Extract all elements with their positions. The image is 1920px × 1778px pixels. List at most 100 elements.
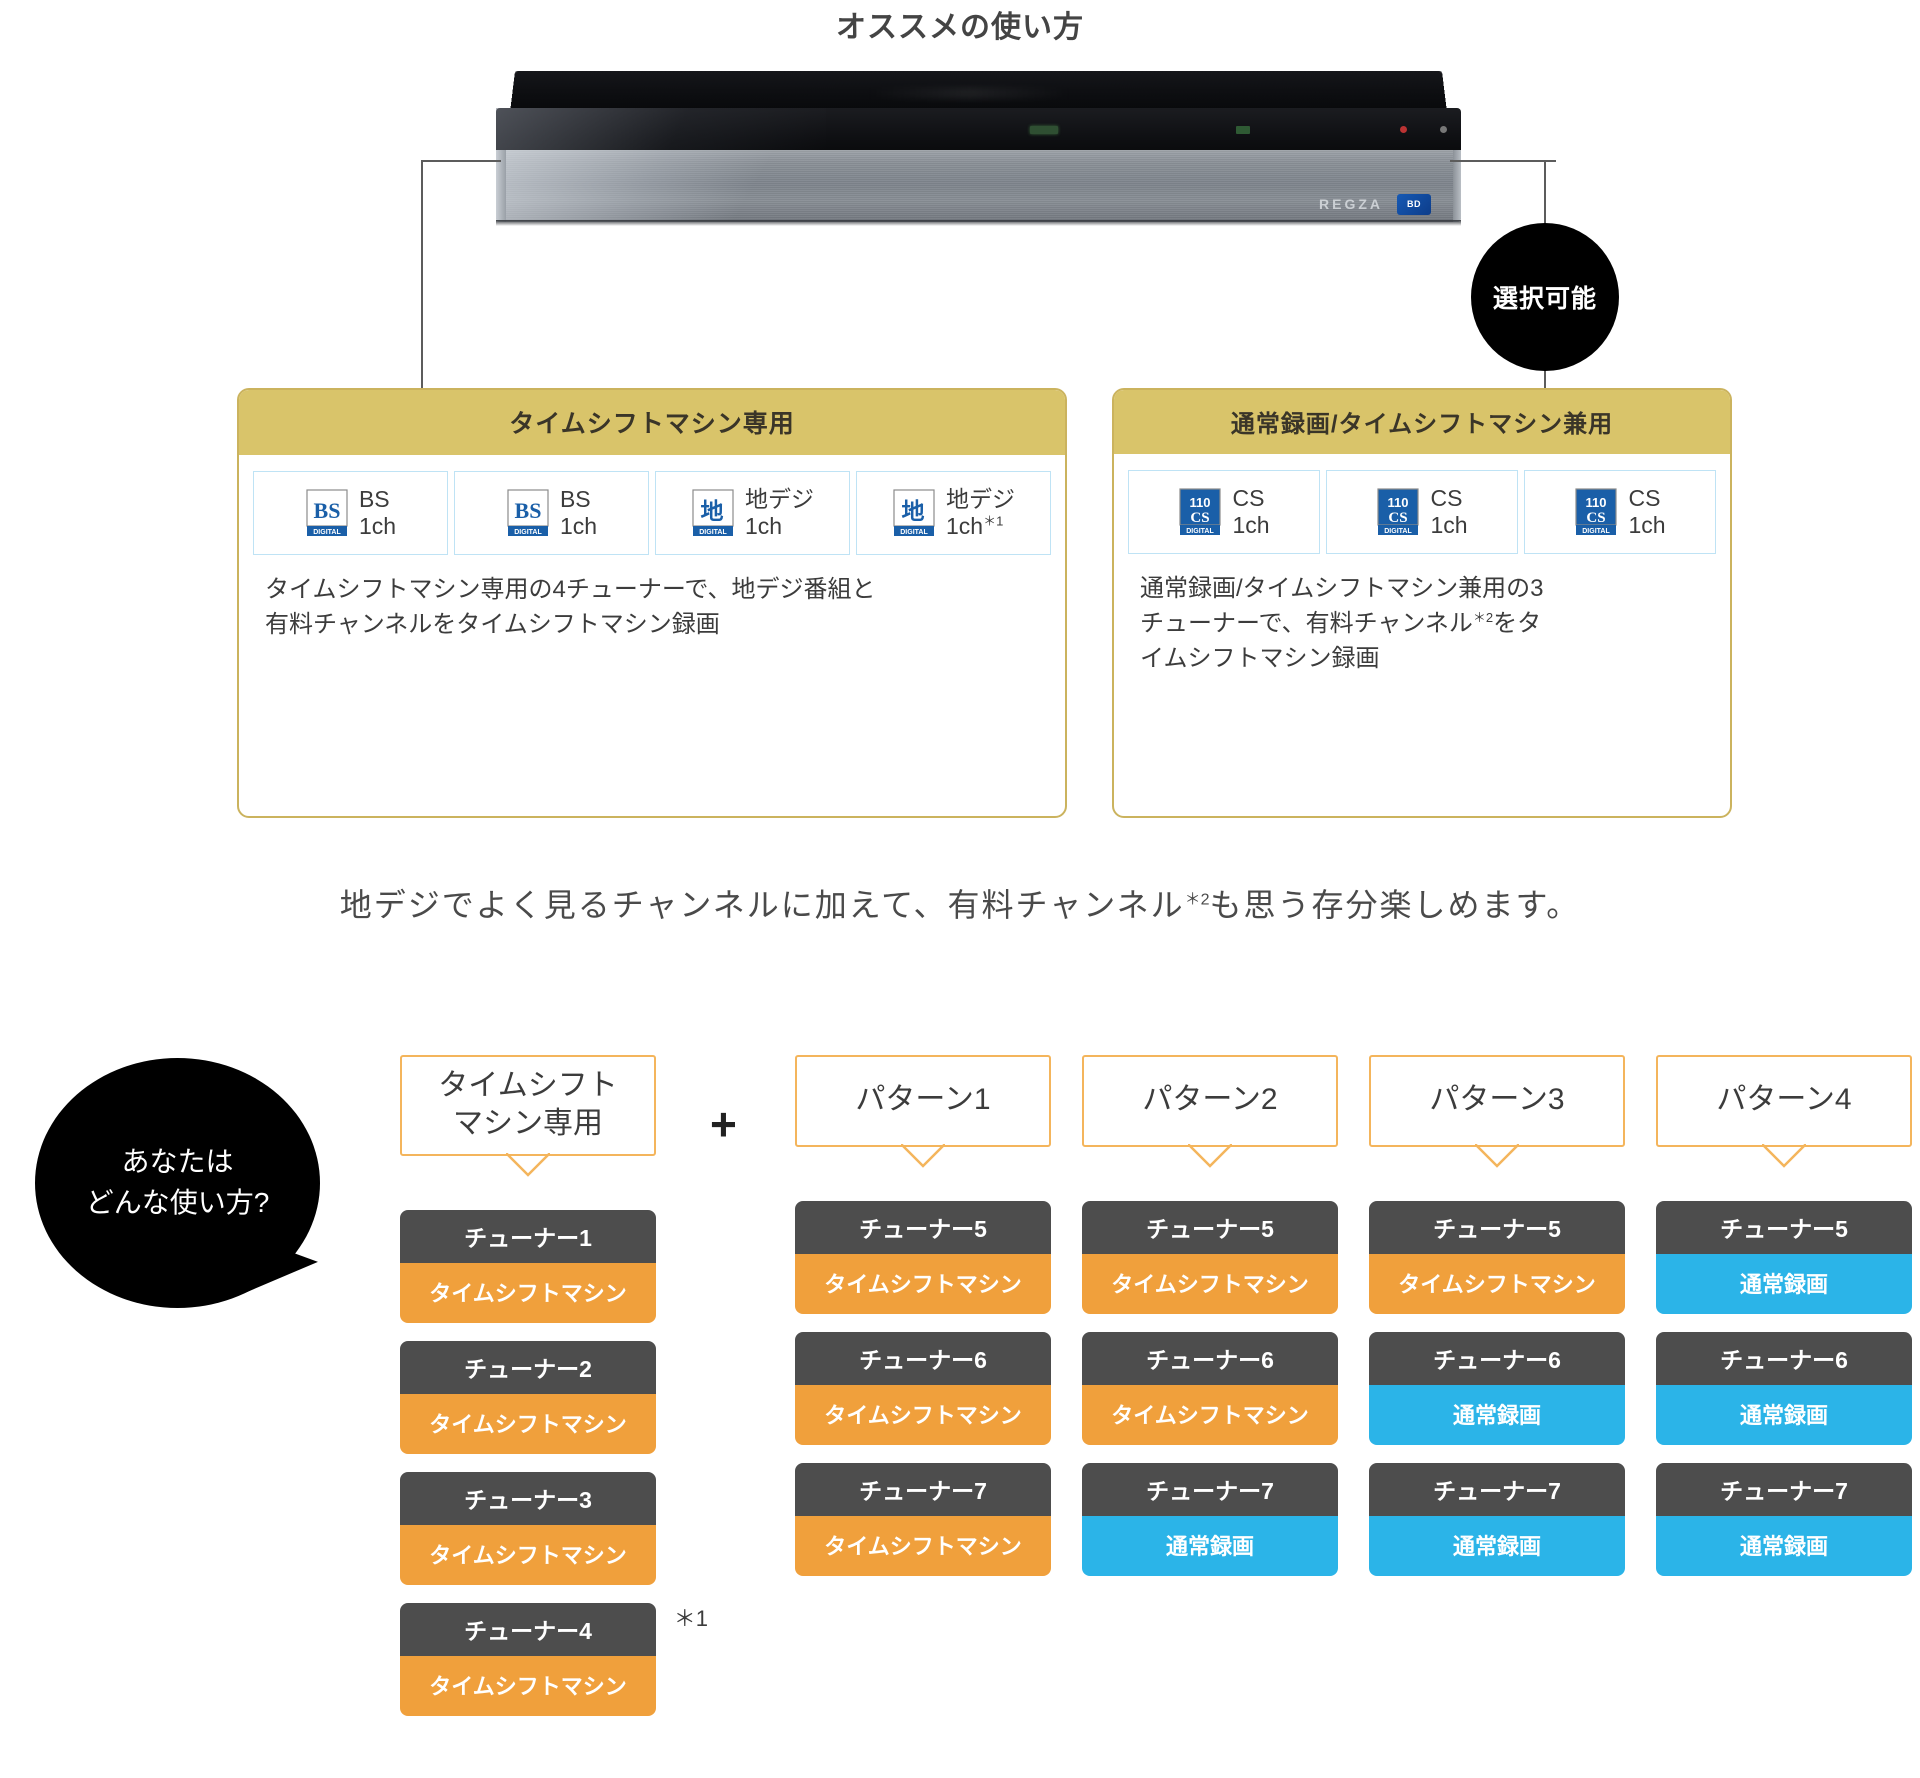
tuner-chip: 110 CS DIGITAL CS 1ch bbox=[1128, 470, 1320, 555]
tuner-item: チューナー6 タイムシフトマシン bbox=[795, 1331, 1051, 1445]
tuner-item: チューナー5 タイムシフトマシン bbox=[795, 1200, 1051, 1314]
tuner-name: チューナー6 bbox=[795, 1331, 1051, 1385]
column-callout: パターン4 bbox=[1656, 1055, 1912, 1168]
tuner-item: チューナー7 通常録画 bbox=[1082, 1462, 1338, 1576]
tuner-list: チューナー1 タイムシフトマシン チューナー2 タイムシフトマシン チューナー3… bbox=[400, 1210, 708, 1716]
tuner-mode: タイムシフトマシン bbox=[1082, 1384, 1338, 1445]
callout-pointer-icon bbox=[1475, 1143, 1519, 1168]
tuner-list: チューナー5 タイムシフトマシン チューナー6 タイムシフトマシン チューナー7… bbox=[1082, 1200, 1338, 1576]
record-led bbox=[1400, 126, 1407, 133]
svg-text:DIGITAL: DIGITAL bbox=[1385, 528, 1413, 535]
tuner-chip-sup: ＊1 bbox=[983, 513, 1004, 529]
tuner-chip: 地 DIGITAL 地デジ 1ch＊1 bbox=[856, 471, 1051, 556]
tuner-item: チューナー7 タイムシフトマシン bbox=[795, 1462, 1051, 1576]
description-line: チューナーで、有料チャンネル＊2をタ bbox=[1140, 610, 1542, 638]
tuner-mode: 通常録画 bbox=[1369, 1384, 1625, 1445]
tuner-mode: 通常録画 bbox=[1656, 1384, 1912, 1445]
tuner-name: チューナー5 bbox=[1082, 1200, 1338, 1254]
column-callout: パターン3 bbox=[1369, 1055, 1625, 1168]
tuner-name: チューナー7 bbox=[1369, 1462, 1625, 1516]
regza-brand-logo: REGZA bbox=[1319, 196, 1383, 212]
tuner-chip-line1: BS bbox=[559, 486, 591, 512]
tuner-chip-text: CS 1ch bbox=[1232, 485, 1269, 539]
svg-text:110: 110 bbox=[1388, 495, 1409, 510]
tuner-chip-line1: 地デジ bbox=[745, 486, 814, 512]
tuner-item: チューナー2 タイムシフトマシン bbox=[400, 1341, 656, 1454]
tuner-name: チューナー4＊1 bbox=[400, 1603, 708, 1656]
cs110-digital-logo: 110 CS DIGITAL bbox=[1575, 488, 1618, 536]
tuner-mode: タイムシフトマシン bbox=[795, 1384, 1051, 1445]
svg-text:地: 地 bbox=[902, 499, 925, 524]
tuner-chip: BS DIGITAL BS 1ch bbox=[253, 471, 448, 556]
tuner-chip: 110 CS DIGITAL CS 1ch bbox=[1524, 470, 1716, 555]
tuner-name: チューナー5 bbox=[795, 1200, 1051, 1254]
tuner-name: チューナー6 bbox=[1082, 1331, 1338, 1385]
normal-and-timeshift-description: 通常録画/タイムシフトマシン兼用の3 チューナーで、有料チャンネル＊2をタ イム… bbox=[1114, 554, 1730, 676]
svg-text:110: 110 bbox=[1586, 495, 1607, 510]
face-highlight bbox=[496, 150, 879, 222]
device-top-panel bbox=[510, 70, 1447, 112]
callout-pointer-icon bbox=[1762, 1143, 1806, 1168]
description-line: イムシフトマシン録画 bbox=[1140, 644, 1380, 672]
tuner-name: チューナー7 bbox=[1082, 1462, 1338, 1516]
svg-text:CS: CS bbox=[1389, 510, 1408, 526]
tuner-name: チューナー6 bbox=[1369, 1331, 1625, 1385]
tuner-mode: 通常録画 bbox=[1369, 1515, 1625, 1576]
device-front-face: REGZA BD bbox=[496, 150, 1461, 222]
tuner-chip-text: CS 1ch bbox=[1628, 485, 1665, 539]
bs-digital-logo: BS DIGITAL bbox=[306, 489, 348, 537]
device-front-band bbox=[496, 108, 1461, 152]
tuner-list: チューナー5 通常録画 チューナー6 通常録画 チューナー7 通常録画 bbox=[1656, 1200, 1912, 1576]
description-line: タイムシフトマシン専用の4チューナーで、地デジ番組と bbox=[265, 576, 876, 604]
svg-text:110: 110 bbox=[1190, 495, 1211, 510]
tuner-chip-text: 地デジ 1ch＊1 bbox=[946, 486, 1015, 540]
callout-pointer-icon bbox=[506, 1153, 550, 1177]
face-right-edge bbox=[1453, 150, 1461, 222]
recorder-device-image: REGZA BD bbox=[496, 70, 1461, 226]
tagline-sup: ＊2 bbox=[1184, 891, 1210, 909]
column-pattern-4: パターン4 チューナー5 通常録画 チューナー6 通常録画 チューナー7 通常録… bbox=[1656, 1055, 1912, 1594]
tuner-name: チューナー5 bbox=[1369, 1200, 1625, 1254]
svg-text:DIGITAL: DIGITAL bbox=[313, 529, 341, 536]
tuner-footnote: ＊1 bbox=[673, 1606, 708, 1631]
tuner-mode: 通常録画 bbox=[1656, 1253, 1912, 1314]
tuner-chip-line2: 1ch bbox=[358, 513, 397, 540]
tuner-mode: タイムシフトマシン bbox=[795, 1253, 1051, 1314]
tuner-chip-text: 地デジ 1ch bbox=[745, 486, 814, 540]
column-timeshift-dedicated: タイムシフト マシン専用 チューナー1 タイムシフトマシン チューナー2 タイム… bbox=[400, 1055, 708, 1734]
tuner-chip-line1: 地デジ bbox=[946, 486, 1015, 512]
speech-bubble: あなたは どんな使い方? bbox=[35, 1058, 320, 1308]
chideji-digital-logo: 地 DIGITAL bbox=[692, 489, 734, 537]
tuner-chip: 地 DIGITAL 地デジ 1ch bbox=[655, 471, 850, 556]
svg-text:BS: BS bbox=[514, 498, 541, 523]
svg-text:DIGITAL: DIGITAL bbox=[1187, 528, 1215, 535]
normal-and-timeshift-chip-row: 110 CS DIGITAL CS 1ch 110 CS DIGITAL CS … bbox=[1114, 454, 1730, 555]
svg-text:DIGITAL: DIGITAL bbox=[900, 529, 928, 536]
chideji-digital-logo: 地 DIGITAL bbox=[893, 489, 935, 537]
selectable-badge-label: 選択可能 bbox=[1492, 285, 1597, 313]
tuner-chip: 110 CS DIGITAL CS 1ch bbox=[1326, 470, 1518, 555]
svg-text:BS: BS bbox=[313, 498, 340, 523]
tuner-item: チューナー5 タイムシフトマシン bbox=[1082, 1200, 1338, 1314]
tuner-name: チューナー1 bbox=[400, 1210, 656, 1263]
callout-line1: タイムシフト bbox=[438, 1069, 618, 1102]
normal-and-timeshift-header: 通常録画/タイムシフトマシン兼用 bbox=[1114, 390, 1730, 454]
tagline-post: も思う存分楽しめます。 bbox=[1209, 887, 1581, 923]
power-led bbox=[1440, 126, 1447, 133]
tuner-item: チューナー5 タイムシフトマシン bbox=[1369, 1200, 1625, 1314]
cs110-digital-logo: 110 CS DIGITAL bbox=[1179, 488, 1222, 536]
callout-line2: マシン専用 bbox=[453, 1106, 603, 1140]
bluray-disc-logo: BD bbox=[1397, 194, 1431, 215]
speech-bubble-line2: どんな使い方? bbox=[85, 1187, 270, 1218]
svg-text:DIGITAL: DIGITAL bbox=[514, 529, 542, 536]
tuner-list: チューナー5 タイムシフトマシン チューナー6 通常録画 チューナー7 通常録画 bbox=[1369, 1200, 1625, 1576]
tuner-item: チューナー6 通常録画 bbox=[1656, 1331, 1912, 1445]
column-pattern-1: パターン1 チューナー5 タイムシフトマシン チューナー6 タイムシフトマシン … bbox=[795, 1055, 1051, 1594]
timeshift-dedicated-header: タイムシフトマシン専用 bbox=[239, 390, 1065, 455]
svg-text:DIGITAL: DIGITAL bbox=[699, 529, 727, 536]
column-callout: タイムシフト マシン専用 bbox=[400, 1055, 656, 1177]
page-title: オススメの使い方 bbox=[836, 11, 1084, 44]
speech-bubble-line1: あなたは bbox=[121, 1146, 234, 1178]
pattern-columns: タイムシフト マシン専用 チューナー1 タイムシフトマシン チューナー2 タイム… bbox=[400, 1055, 1912, 1775]
tuner-chip-line1: CS bbox=[1430, 485, 1463, 511]
